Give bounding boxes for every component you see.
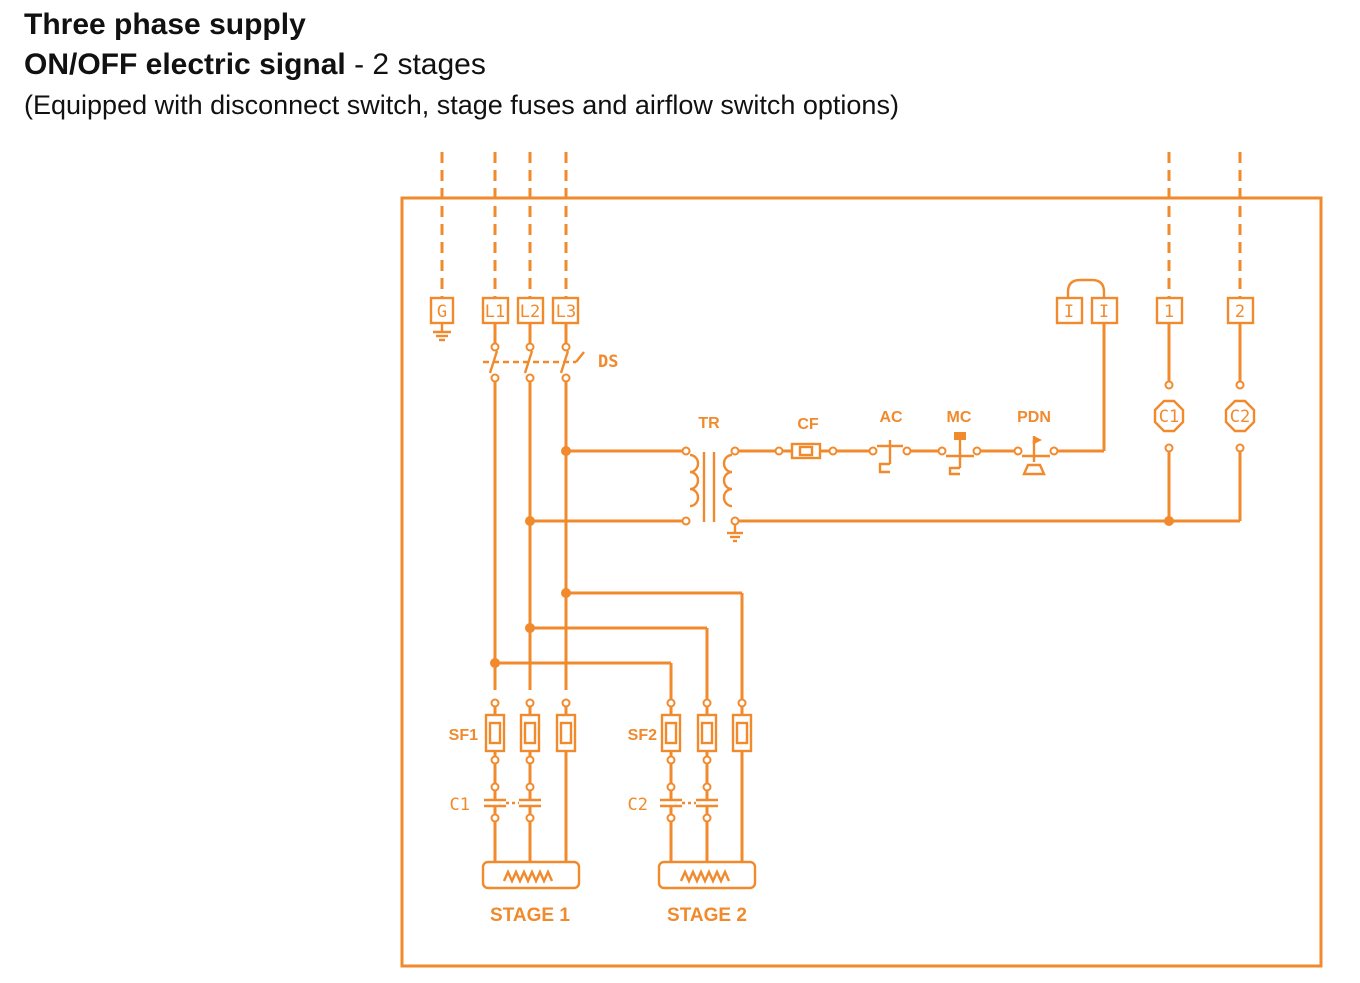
coil-c1-icon [1153, 399, 1185, 433]
svg-text:PDN: PDN [1017, 409, 1051, 426]
pressure-flag-icon [1034, 436, 1042, 444]
terminal-l3: L3 [551, 296, 580, 325]
contactor-c2: C2 [628, 764, 718, 862]
transformer: TR [530, 415, 743, 543]
field-wiring [440, 152, 1242, 298]
svg-text:AC: AC [879, 409, 903, 426]
svg-text:I: I [1099, 302, 1109, 322]
secondary-coil-icon [722, 453, 733, 508]
svg-text:L2: L2 [520, 302, 540, 322]
ds-handle-icon [575, 351, 585, 363]
svg-text:C1: C1 [450, 795, 470, 815]
svg-text:MC: MC [947, 409, 972, 426]
common-return [739, 516, 1240, 526]
disconnect-switch: DS [483, 323, 618, 383]
terminal-l1: L1 [481, 296, 510, 325]
terminal-1: 1 [1155, 296, 1184, 325]
control-circuit: CF AC MC PDN [739, 323, 1106, 476]
primary-coil-icon [689, 453, 700, 508]
svg-text:2: 2 [1235, 302, 1245, 322]
coil-c2: C2 [1224, 323, 1256, 521]
svg-text:C2: C2 [628, 795, 648, 815]
terminal-2: 2 [1226, 296, 1255, 325]
stage2-feeders [495, 591, 744, 700]
title-options: (Equipped with disconnect switch, stage … [24, 90, 899, 120]
enclosure-border [400, 196, 1323, 968]
svg-text:STAGE 2: STAGE 2 [667, 905, 747, 926]
svg-text:SF1: SF1 [449, 727, 478, 744]
svg-text:STAGE 1: STAGE 1 [490, 905, 570, 926]
terminal-aux-jumper: I I [1055, 278, 1119, 325]
svg-text:I: I [1064, 302, 1074, 322]
title-signal-bold: ON/OFF electric signal [24, 48, 346, 81]
title-supply: Three phase supply [24, 8, 306, 41]
svg-text:G: G [437, 302, 447, 322]
heater-stage2: STAGE 2 [657, 860, 757, 926]
coil-c2-icon [1224, 399, 1256, 433]
svg-text:TR: TR [698, 415, 720, 432]
svg-text:L1: L1 [485, 302, 505, 322]
stage2-fuses: SF2 [628, 698, 753, 862]
title-signal-rest: - 2 stages [345, 48, 486, 81]
svg-text:1: 1 [1164, 302, 1174, 322]
terminal-ground: G [429, 296, 455, 342]
terminal-l2: L2 [516, 296, 545, 325]
svg-text:L3: L3 [556, 302, 576, 322]
jumper-icon [1066, 278, 1106, 298]
heater-stage1: STAGE 1 [481, 860, 581, 926]
airflow-paddle-icon [878, 462, 890, 474]
svg-text:DS: DS [598, 352, 618, 372]
coil-c1: C1 [1153, 323, 1185, 521]
title-signal: ON/OFF electric signal - 2 stages [24, 48, 486, 82]
stage1-fuses: SF1 [449, 698, 577, 862]
manual-reset-icon [954, 432, 966, 440]
power-bus [493, 382, 568, 690]
svg-text:CF: CF [797, 416, 819, 433]
contactor-c1: C1 [450, 764, 541, 862]
svg-text:C2: C2 [1230, 407, 1250, 427]
svg-text:C1: C1 [1159, 407, 1179, 427]
svg-text:SF2: SF2 [628, 727, 657, 744]
